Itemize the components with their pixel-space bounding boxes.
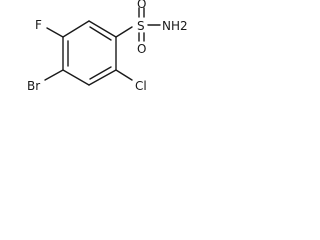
bond-to-sulfur [115, 26, 133, 38]
bond-to-bromine [44, 69, 64, 81]
amine-label: NH2 [162, 19, 188, 33]
bond-to-fluorine [46, 27, 64, 38]
bond-to-chlorine [115, 69, 133, 81]
chlorine-label: Cl [135, 79, 147, 93]
oxygen-bottom-label: O [137, 42, 146, 56]
sulfur-label: S [137, 19, 145, 33]
ring-bond-bottom-left [62, 69, 90, 86]
ring-double-bond-bottom-right [89, 66, 112, 80]
ring-bond-top-right [88, 20, 117, 38]
oxygen-top-label: O [137, 0, 146, 11]
fluorine-label: F [35, 18, 42, 32]
ring-double-bond-top [89, 26, 112, 41]
ring-bond-top-left [62, 20, 90, 38]
bromine-label: Br [27, 79, 40, 93]
chemical-structure: F Br Cl S O O NH2 [27, 0, 188, 93]
ring-bond-bottom-right [88, 69, 117, 86]
